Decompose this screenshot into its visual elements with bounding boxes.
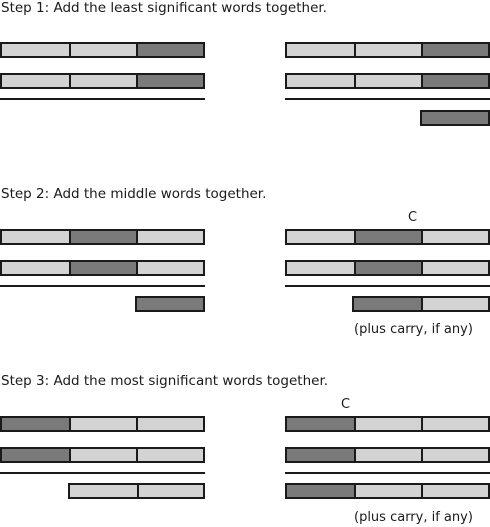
word-1 bbox=[287, 75, 354, 87]
step1-result bbox=[420, 110, 490, 126]
word-active bbox=[354, 231, 421, 243]
step2-right-result bbox=[352, 296, 490, 312]
step2-left-operand-1 bbox=[0, 229, 205, 245]
result-word bbox=[287, 485, 354, 497]
word-active bbox=[354, 262, 421, 274]
word-mid-1 bbox=[69, 44, 136, 56]
word-2 bbox=[354, 44, 421, 56]
step3-right-operand-1 bbox=[285, 416, 490, 432]
word-1 bbox=[2, 75, 69, 87]
word-active bbox=[421, 75, 488, 87]
word-2 bbox=[69, 418, 136, 430]
word-3 bbox=[136, 418, 203, 430]
result-word bbox=[422, 112, 488, 124]
word-1 bbox=[2, 231, 69, 243]
result-word bbox=[136, 485, 203, 497]
step2-left-sum-rule bbox=[0, 285, 205, 287]
step3-right-operand-2 bbox=[285, 447, 490, 463]
word-3 bbox=[136, 262, 203, 274]
step2-right-operand-2 bbox=[285, 260, 490, 276]
step2-carry-label: C bbox=[408, 210, 418, 225]
step2-left-operand-2 bbox=[0, 260, 205, 276]
step3-left-operand-2 bbox=[0, 447, 205, 463]
step3-carry-label: C bbox=[341, 397, 351, 412]
word-3 bbox=[421, 231, 488, 243]
step3-carry-note: (plus carry, if any) bbox=[354, 510, 473, 525]
step-3-title: Step 3: Add the most significant words t… bbox=[1, 373, 329, 389]
word-active bbox=[2, 449, 69, 461]
carry-word bbox=[421, 298, 488, 310]
word-2 bbox=[354, 418, 421, 430]
word-active bbox=[69, 262, 136, 274]
word-2 bbox=[354, 449, 421, 461]
word-3 bbox=[421, 418, 488, 430]
word-active-2 bbox=[136, 75, 203, 87]
step1-right-operand-1 bbox=[285, 42, 490, 58]
step3-left-operand-1 bbox=[0, 416, 205, 432]
word-low-order-1 bbox=[2, 44, 69, 56]
step1-right-sum-rule bbox=[285, 98, 490, 100]
word-active-1 bbox=[136, 44, 203, 56]
word-active bbox=[287, 418, 354, 430]
word-1 bbox=[2, 262, 69, 274]
step1-left-operand-1 bbox=[0, 42, 205, 58]
word-active bbox=[69, 231, 136, 243]
step3-right-sum-rule bbox=[285, 472, 490, 474]
step-2-title: Step 2: Add the middle words together. bbox=[1, 186, 267, 202]
word-active bbox=[421, 44, 488, 56]
step1-left-sum-rule bbox=[0, 98, 205, 100]
step1-left-operand-2 bbox=[0, 73, 205, 89]
word-1 bbox=[287, 44, 354, 56]
result-word bbox=[354, 298, 421, 310]
word-1 bbox=[287, 262, 354, 274]
step3-left-sum-rule bbox=[0, 472, 205, 474]
word-2 bbox=[69, 75, 136, 87]
word-1 bbox=[287, 231, 354, 243]
step2-left-result bbox=[135, 296, 205, 312]
step2-carry-note: (plus carry, if any) bbox=[354, 322, 473, 337]
word-active bbox=[287, 449, 354, 461]
step2-right-operand-1 bbox=[285, 229, 490, 245]
step-1-title: Step 1: Add the least significant words … bbox=[1, 0, 327, 16]
step2-right-sum-rule bbox=[285, 285, 490, 287]
step3-right-result bbox=[285, 483, 490, 499]
carry-word bbox=[354, 485, 421, 497]
word-2 bbox=[69, 449, 136, 461]
result-word bbox=[70, 485, 137, 497]
word-3 bbox=[421, 262, 488, 274]
result-word bbox=[137, 298, 203, 310]
word-2 bbox=[354, 75, 421, 87]
step3-left-result bbox=[68, 483, 205, 499]
word-3 bbox=[421, 449, 488, 461]
step1-right-operand-2 bbox=[285, 73, 490, 89]
word-3 bbox=[136, 231, 203, 243]
carry-word bbox=[421, 485, 488, 497]
word-active bbox=[2, 418, 69, 430]
word-3 bbox=[136, 449, 203, 461]
